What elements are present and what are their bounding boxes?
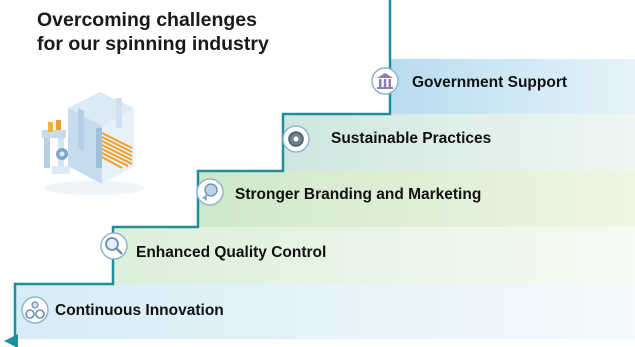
step-label-2: Enhanced Quality Control	[136, 244, 327, 261]
step-label-3: Stronger Branding and Marketing	[235, 186, 482, 203]
megaphone-globe-icon	[196, 178, 224, 206]
spinning-machine-illustration	[42, 92, 144, 195]
stair-line	[13, 0, 392, 340]
title-line-1: Overcoming challenges	[37, 9, 257, 31]
step-band-4	[283, 114, 635, 171]
step-label-4: Sustainable Practices	[331, 130, 492, 147]
step-label-5: Government Support	[412, 74, 568, 91]
step-band-5	[390, 59, 635, 114]
step-label-1: Continuous Innovation	[55, 302, 224, 319]
arrow-head-icon	[4, 334, 18, 347]
gears-bulb-icon	[21, 296, 49, 324]
title-line-2: for our spinning industry	[37, 33, 269, 55]
government-building-icon	[371, 67, 399, 95]
recycle-gear-icon	[282, 125, 310, 153]
diagram-title: Overcoming challenges for our spinning i…	[37, 8, 269, 56]
step-band-2	[113, 227, 635, 284]
magnifier-gear-icon	[100, 232, 128, 260]
step-band-1	[15, 284, 635, 339]
step-band-3	[198, 171, 635, 227]
